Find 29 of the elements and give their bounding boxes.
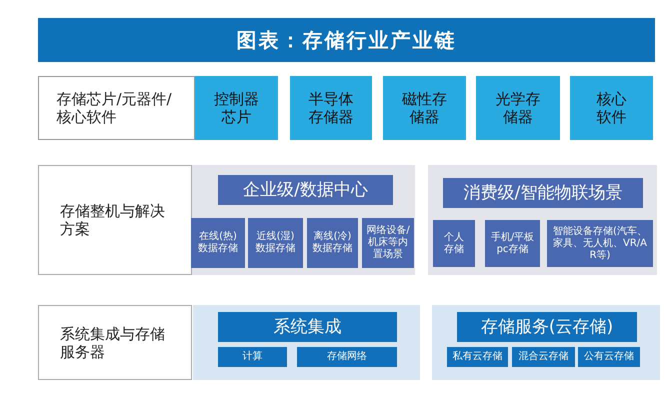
item-box: 在线(热)数据存储: [191, 218, 245, 268]
category-box: 磁性存储器: [383, 76, 466, 140]
group-heading-box: 消费级/智能物联场景: [443, 178, 643, 208]
group-panel: [192, 165, 415, 275]
layer-label-box: 存储芯片/元器件/核心软件: [38, 76, 195, 140]
item-box: 计算: [218, 347, 287, 367]
category-box: 半导体存储器: [290, 76, 372, 140]
category-box: 控制器芯片: [195, 76, 278, 140]
category-box: 核心软件: [570, 76, 653, 140]
group-panel: [432, 305, 660, 380]
item-box: 公有云存储: [578, 347, 640, 367]
item-box: 私有云存储: [447, 347, 508, 367]
item-box: 离线(冷)数据存储: [307, 218, 358, 268]
item-box: 混合云存储: [512, 347, 575, 367]
title-banner: 图表：存储行业产业链: [38, 18, 655, 62]
category-box: 光学存储器: [476, 76, 560, 140]
item-box: 近线(湿)数据存储: [248, 218, 303, 268]
group-heading-box: 企业级/数据中心: [218, 175, 393, 205]
group-panel: [428, 165, 657, 275]
group-heading-box: 存储服务(云存储): [457, 312, 637, 342]
item-box: 个人存储: [433, 220, 475, 267]
item-box: 智能设备存储(汽车、家具、无人机、VR/AR等): [547, 220, 653, 267]
item-box: 存储网络: [297, 347, 397, 367]
group-heading-box: 系统集成: [218, 312, 397, 342]
group-panel: [193, 305, 420, 380]
item-box: 网络设备/机床等内置场景: [362, 218, 414, 268]
layer-label-box: 存储整机与解决方案: [38, 165, 192, 275]
item-box: 手机/平板pc存储: [485, 220, 540, 267]
layer-label-box: 系统集成与存储服务器: [38, 305, 192, 380]
